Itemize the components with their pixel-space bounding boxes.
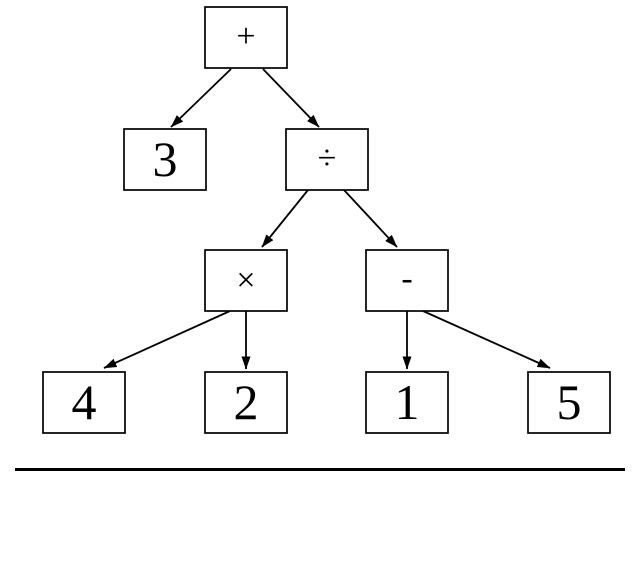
node-two: 2: [204, 371, 288, 434]
node-one: 1: [365, 371, 449, 434]
node-four: 4: [42, 371, 126, 434]
node-plus: +: [204, 6, 288, 69]
node-plus-label: +: [236, 18, 255, 55]
node-minus: -: [365, 249, 449, 312]
node-divide-box: [285, 128, 369, 191]
node-times: ×: [204, 249, 288, 312]
node-minus-label: -: [401, 260, 412, 297]
node-one-box: [365, 371, 449, 434]
edge-plus-to-three: [170, 68, 232, 128]
edge-divide-to-minus: [343, 189, 398, 248]
node-times-box: [204, 249, 288, 312]
node-three-box: [123, 128, 207, 191]
node-two-label: 2: [234, 374, 259, 430]
edge-minus-to-five: [422, 310, 551, 369]
node-four-box: [42, 371, 126, 434]
edge-times-to-four: [103, 310, 231, 369]
edge-plus-to-divide: [262, 68, 320, 128]
node-three: 3: [123, 128, 207, 191]
node-divide: ÷: [285, 128, 369, 191]
node-times-label: ×: [236, 262, 255, 299]
node-divide-label: ÷: [318, 140, 337, 177]
node-plus-box: [204, 6, 288, 69]
node-five-box: [527, 371, 611, 434]
node-two-box: [204, 371, 288, 434]
node-one-label: 1: [395, 374, 420, 430]
node-four-label: 4: [72, 374, 97, 430]
edge-divide-to-times: [261, 189, 309, 248]
node-minus-box: [365, 249, 449, 312]
node-five-label: 5: [557, 374, 582, 430]
node-five: 5: [527, 371, 611, 434]
node-three-label: 3: [153, 131, 178, 187]
